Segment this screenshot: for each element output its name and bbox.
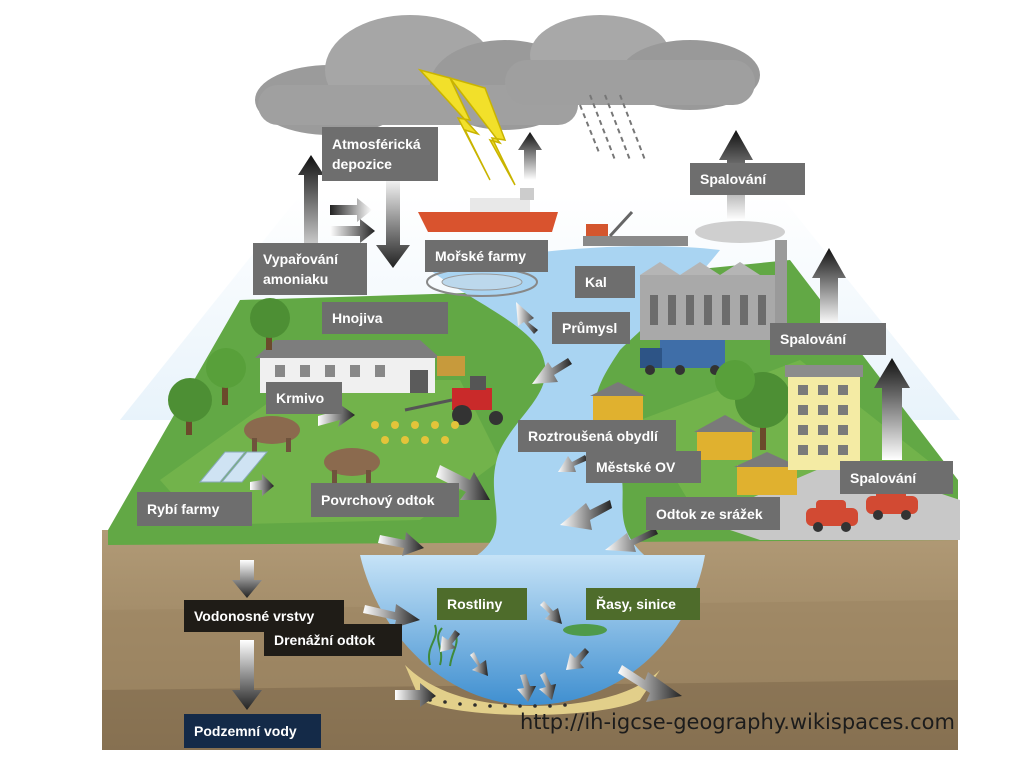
label-atmospheric-deposition-line2: depozice [332,154,392,174]
label-marine-farms: Mořské farmy [425,240,548,272]
label-fish-farms: Rybí farmy [137,492,252,526]
apartment-icon [785,365,863,470]
source-url: http://ih-igcse-geography.wikispaces.com [520,710,955,734]
label-industry: Průmysl [552,312,630,344]
label-ammonia-volatilization-line2: amoniaku [263,269,328,289]
label-surface-runoff: Povrchový odtok [311,483,459,517]
label-ammonia-volatilization-line1: Vypařování [263,249,338,269]
label-combustion-top: Spalování [690,163,805,195]
label-urban-wastewater: Městské OV [586,451,701,483]
label-ammonia-volatilization: Vypařování amoniaku [253,243,367,295]
label-scattered-dwellings: Roztroušená obydlí [518,420,676,452]
label-feed: Krmivo [266,382,342,414]
label-atmospheric-deposition-line1: Atmosférická [332,134,421,154]
label-groundwater: Podzemní vody [184,714,321,748]
label-drainage-runoff: Drenážní odtok [264,624,402,656]
label-plants: Rostliny [437,588,527,620]
label-atmospheric-deposition: Atmosférická depozice [322,127,438,181]
label-fertilizers: Hnojiva [322,302,448,334]
label-combustion-middle: Spalování [770,323,886,355]
label-algae: Řasy, sinice [586,588,700,620]
label-sludge: Kal [575,266,635,298]
label-rainfall-runoff: Odtok ze srážek [646,497,780,530]
label-combustion-right: Spalování [840,461,953,494]
